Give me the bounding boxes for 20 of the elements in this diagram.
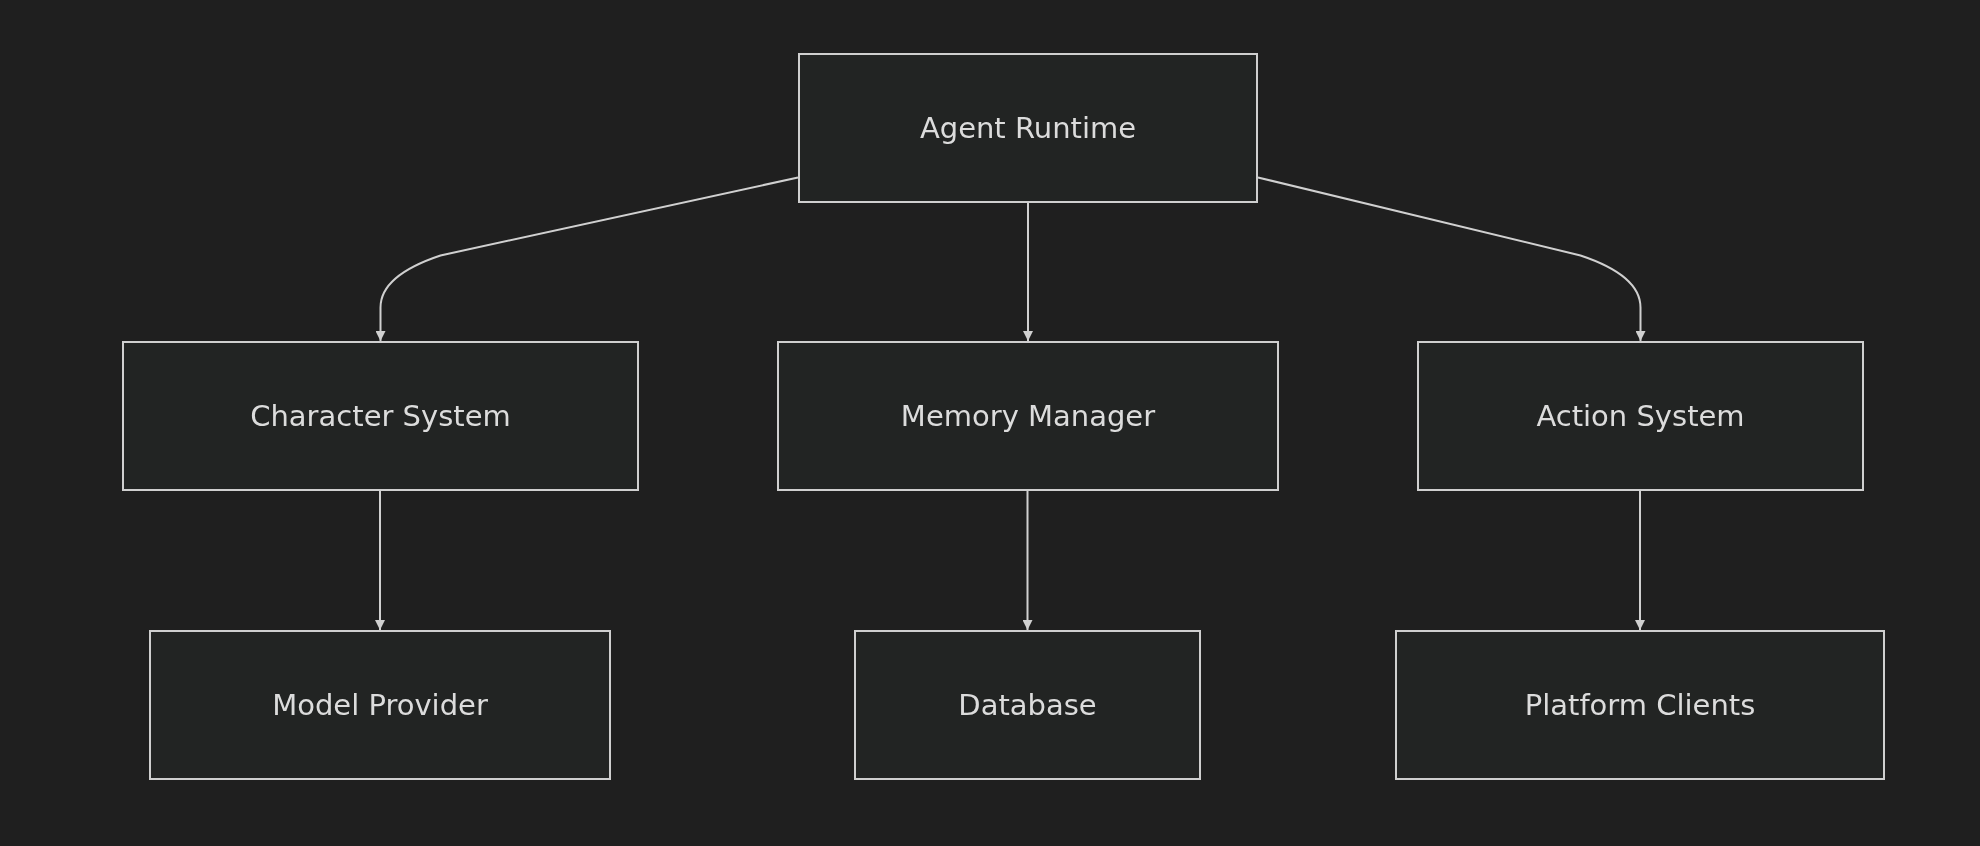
box-label: Platform Clients: [1524, 688, 1756, 722]
box-label: Action System: [1536, 399, 1745, 433]
process-box: [777, 341, 1279, 491]
arrow: [375, 490, 385, 631]
box-label: Model Provider: [272, 688, 488, 722]
arrow: [375, 176, 799, 342]
process-box: [1417, 341, 1864, 491]
process-box: [854, 630, 1201, 780]
box-label: Character System: [250, 399, 511, 433]
arrow: [1635, 490, 1645, 631]
process-box: [798, 53, 1258, 203]
box-label: Database: [958, 688, 1097, 722]
box-label: Agent Runtime: [919, 111, 1137, 145]
box-label: Memory Manager: [900, 399, 1156, 433]
process-box: [122, 341, 639, 491]
arrow: [1023, 202, 1033, 342]
arrow: [1022, 490, 1033, 631]
process-box: [1395, 630, 1885, 780]
arrow: [1257, 176, 1646, 342]
process-box: [149, 630, 611, 780]
